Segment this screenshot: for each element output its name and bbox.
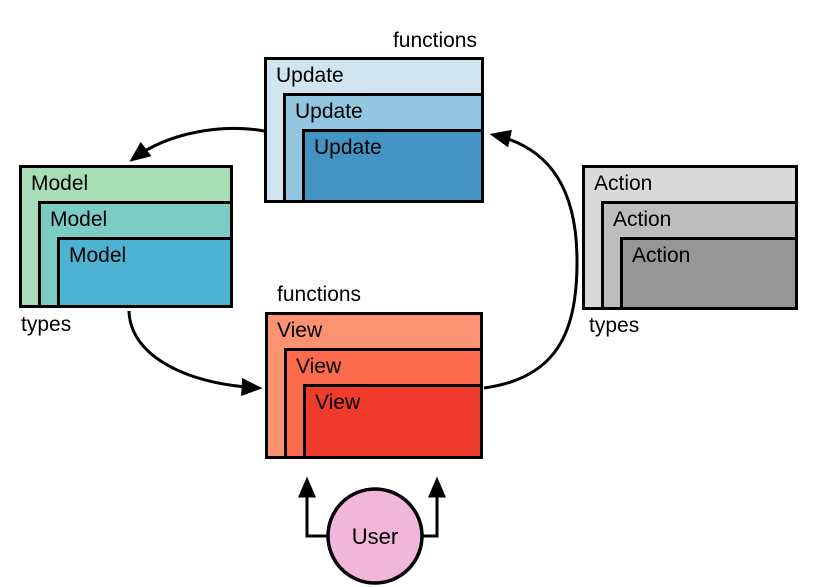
functions-label-update: functions: [392, 29, 477, 52]
action-box: Action Action Action: [582, 165, 798, 310]
update-layer-label: Update: [314, 136, 382, 159]
view-layer-label: View: [296, 355, 342, 378]
model-layer-label: Model: [50, 208, 108, 231]
update-layer-outer: Update Update Update: [264, 57, 484, 203]
types-label-action: types: [589, 314, 640, 337]
action-layer-label: Action: [594, 172, 653, 195]
model-layer-inner: Model: [57, 237, 233, 308]
model-layer-label: Model: [69, 244, 127, 267]
update-layer-label: Update: [295, 100, 363, 123]
view-box: View View View: [265, 312, 483, 459]
update-layer-middle: Update Update: [283, 93, 484, 203]
arrow-view-to-update: [483, 129, 579, 390]
user-circle: [326, 487, 424, 585]
view-layer-label: View: [277, 319, 323, 342]
action-layer-inner: Action: [620, 237, 798, 310]
action-layer-middle: Action Action: [601, 201, 798, 310]
types-label-model: types: [21, 313, 72, 336]
update-box: Update Update Update: [264, 57, 484, 203]
update-layer-inner: Update: [302, 129, 484, 203]
arrow-update-to-model: [129, 126, 265, 162]
action-layer-outer: Action Action Action: [582, 165, 798, 310]
user-label: User: [352, 524, 398, 549]
view-layer-middle: View View: [284, 348, 483, 459]
action-layer-label: Action: [632, 244, 691, 267]
arrow-user-to-view-right: [420, 476, 446, 538]
arrow-model-to-view: [127, 310, 263, 396]
functions-label-view: functions: [277, 283, 362, 306]
view-layer-inner: View: [303, 384, 483, 459]
model-box: Model Model Model: [19, 165, 233, 308]
view-layer-label: View: [315, 391, 361, 414]
action-layer-label: Action: [613, 208, 672, 231]
view-layer-outer: View View View: [265, 312, 483, 459]
model-layer-outer: Model Model Model: [19, 165, 233, 308]
arrow-user-to-view-left: [298, 476, 330, 538]
update-layer-label: Update: [276, 64, 344, 87]
model-layer-label: Model: [31, 172, 89, 195]
model-layer-middle: Model Model: [38, 201, 233, 308]
